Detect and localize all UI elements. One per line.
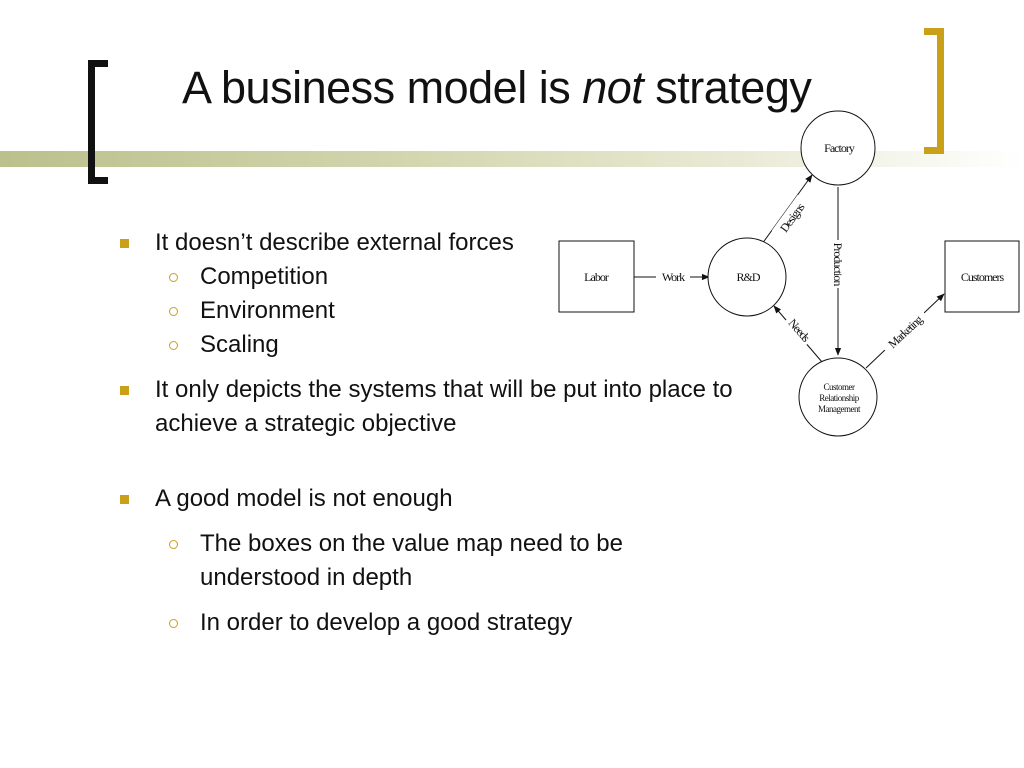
node-crm-label-line2: Relationship: [819, 393, 859, 403]
circle-bullet-icon: [169, 273, 178, 282]
bullet-text: It only depicts the systems that will be…: [155, 376, 733, 437]
sub-bullet-text: Scaling: [200, 331, 279, 358]
circle-bullet-icon: [169, 307, 178, 316]
node-rd-label: R&D: [736, 270, 760, 284]
circle-bullet-icon: [169, 619, 178, 628]
edge-production-label-bg: [830, 240, 846, 288]
bullet-text: It doesn’t describe external forces: [155, 229, 514, 256]
node-factory-label: Factory: [824, 141, 855, 155]
edge-designs-arrow: [761, 174, 813, 245]
edge-marketing-label: Marketing: [885, 312, 925, 351]
sub-bullet-item: The boxes on the value map need to be un…: [118, 527, 738, 595]
sub-bullet-item: Environment: [118, 294, 738, 328]
edge-work-label: Work: [662, 270, 685, 284]
square-bullet-icon: [120, 386, 129, 395]
node-labor-box: [558, 240, 635, 313]
node-factory-circle: [800, 110, 876, 186]
slide-title-part2: strategy: [643, 62, 812, 113]
sub-bullet-item: Competition: [118, 260, 738, 294]
node-crm-label-line1: Customer: [824, 382, 856, 392]
edge-designs-label-bg: [771, 194, 811, 240]
bullet-item: A good model is not enough: [118, 482, 738, 516]
node-crm-label-line3: Management: [818, 404, 861, 414]
circle-bullet-icon: [169, 341, 178, 350]
circle-bullet-icon: [169, 540, 178, 549]
square-bullet-icon: [120, 495, 129, 504]
bullet-list: It doesn’t describe external forces Comp…: [118, 226, 738, 640]
bullet-item: It doesn’t describe external forces: [118, 226, 738, 260]
bullet-text: A good model is not enough: [155, 485, 453, 512]
edge-work-label-bg: [656, 269, 690, 285]
node-crm-circle: [798, 357, 878, 437]
node-customers-label: Customers: [961, 270, 1005, 284]
sub-bullet-item: In order to develop a good strategy: [118, 606, 738, 640]
slide-title: A business model is not strategy: [182, 60, 812, 116]
sub-bullet-text: In order to develop a good strategy: [200, 609, 573, 636]
title-underline-bar: [0, 151, 1024, 167]
sub-bullet-text: Environment: [200, 297, 335, 324]
node-rd-circle: [707, 237, 787, 317]
node-customers-box: [944, 240, 1020, 313]
slide-title-part1: A business model is: [182, 62, 583, 113]
bullet-item: It only depicts the systems that will be…: [118, 373, 738, 441]
square-bullet-icon: [120, 239, 129, 248]
node-labor-label: Labor: [584, 270, 609, 284]
left-bracket-decoration: [88, 60, 108, 184]
right-bracket-decoration: [924, 28, 944, 154]
edge-production-label: Production: [831, 243, 845, 287]
sub-bullet-text: The boxes on the value map need to be un…: [200, 530, 623, 591]
sub-bullet-item: Scaling: [118, 328, 738, 362]
slide-title-emphasis: not: [582, 62, 644, 113]
sub-bullet-text: Competition: [200, 263, 329, 290]
edge-needs-label-bg: [782, 312, 816, 348]
edge-marketing-label-bg: [879, 307, 931, 357]
